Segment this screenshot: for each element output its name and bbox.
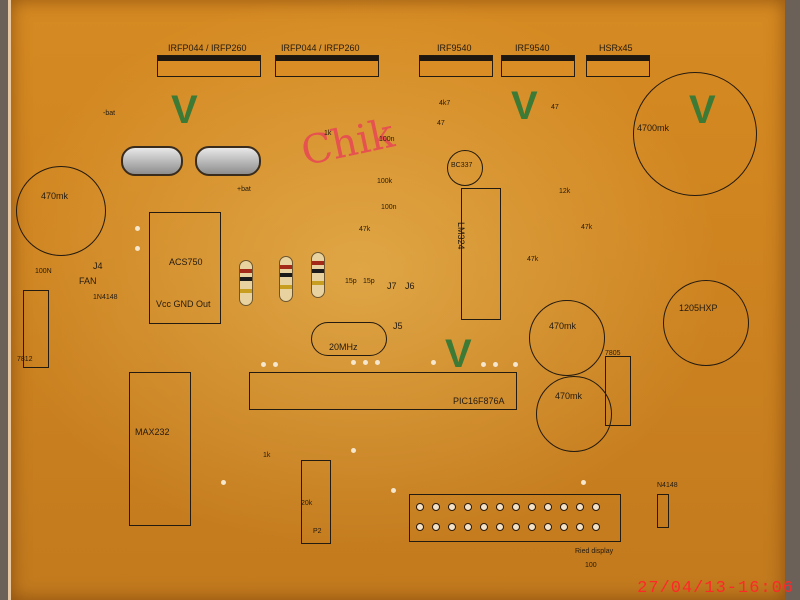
capacitor-470-b: [529, 300, 605, 376]
resistor-3: [311, 252, 325, 298]
resistor-2: [279, 256, 293, 302]
handwritten-mark: Chik: [297, 110, 399, 176]
label-p2: P2: [313, 528, 322, 535]
label-led-display: Ried display: [575, 548, 614, 555]
crystal-outline: [311, 322, 387, 356]
label-1k-b: 1k: [263, 452, 271, 459]
label-bc337: BC337: [451, 162, 473, 169]
ic-acs750: [149, 212, 221, 324]
label-pic: PIC16F876A: [453, 396, 505, 406]
label-bat-pos: +bat: [237, 186, 251, 193]
label-47k-b: 47k: [581, 224, 593, 231]
capacitor-4700: [633, 72, 757, 196]
buzzer-outline: [663, 280, 749, 366]
label-7805: 7805: [605, 350, 621, 357]
label-7812: 7812: [17, 356, 33, 363]
label-47k-a: 47k: [359, 226, 371, 233]
label-100n-left: 100N: [35, 268, 52, 275]
ic-pic16f876a: [249, 372, 517, 410]
battery-terminal-negative: [121, 146, 183, 176]
label-47k-c: 47k: [527, 256, 539, 263]
label-q1: IRFP044 / IRFP260: [168, 43, 247, 53]
camera-timestamp: 27/04/13-16:06: [637, 579, 794, 598]
label-4k7: 4k7: [439, 100, 451, 107]
mosfet-q3: [419, 55, 493, 77]
label-j5: J5: [393, 321, 403, 331]
ic-max232: [129, 372, 191, 526]
via-mark-1: V: [171, 88, 198, 132]
battery-terminal-positive: [195, 146, 261, 176]
capacitor-470-c: [536, 376, 612, 452]
label-acs750: ACS750: [169, 257, 203, 267]
diode-2-outline: [657, 494, 669, 528]
label-100n-b: 100n: [381, 204, 397, 211]
label-q5: HSRx45: [599, 43, 633, 53]
label-47-a: 47: [437, 120, 445, 127]
label-100n-a: 100n: [379, 136, 395, 143]
label-j4: J4: [93, 261, 103, 271]
reg-7805-outline: [605, 356, 631, 426]
label-c470-c: 470mk: [555, 391, 583, 401]
label-bat-neg: -bat: [103, 110, 116, 117]
label-c470-left: 470mk: [41, 191, 69, 201]
label-crystal: 20MHz: [329, 342, 358, 352]
via-mark-4: V: [445, 332, 472, 376]
label-100k: 100k: [377, 178, 393, 185]
label-r100: 100: [585, 562, 597, 569]
mosfet-q1: [157, 55, 261, 77]
label-q4: IRF9540: [515, 43, 550, 53]
label-20k: 20k: [301, 500, 313, 507]
label-c470-b: 470mk: [549, 321, 577, 331]
via-mark-2: V: [511, 84, 538, 128]
label-12k: 12k: [559, 188, 571, 195]
resistor-1: [239, 260, 253, 306]
led-display-header: [409, 494, 621, 542]
label-1k-a: 1k: [324, 130, 332, 137]
pcb-board: IRFP044 / IRFP260 IRFP044 / IRFP260 IRF9…: [8, 0, 785, 600]
label-j7: J7: [387, 281, 397, 291]
mosfet-q2: [275, 55, 379, 77]
transistor-bc337: [447, 150, 483, 186]
label-47-b: 47: [551, 104, 559, 111]
label-q3: IRF9540: [437, 43, 472, 53]
mosfet-q5: [586, 55, 650, 77]
label-15p-b: 15p: [363, 278, 375, 285]
label-diode2: N4148: [657, 482, 678, 489]
label-15p-a: 15p: [345, 278, 357, 285]
label-acs-pins: Vcc GND Out: [156, 299, 211, 309]
label-q2: IRFP044 / IRFP260: [281, 43, 360, 53]
label-lm324: LM324: [456, 222, 466, 250]
label-fan: FAN: [79, 276, 97, 286]
ic-lm324: [461, 188, 501, 320]
reg-7812-outline: [23, 290, 49, 368]
capacitor-470-left: [16, 166, 106, 256]
label-max232: MAX232: [135, 427, 170, 437]
label-c4700: 4700mk: [637, 123, 670, 133]
label-buzzer: 1205HXP: [679, 303, 718, 313]
label-j6: J6: [405, 281, 415, 291]
mosfet-q4: [501, 55, 575, 77]
pot-outline: [301, 460, 331, 544]
label-diode1: 1N4148: [93, 294, 118, 301]
